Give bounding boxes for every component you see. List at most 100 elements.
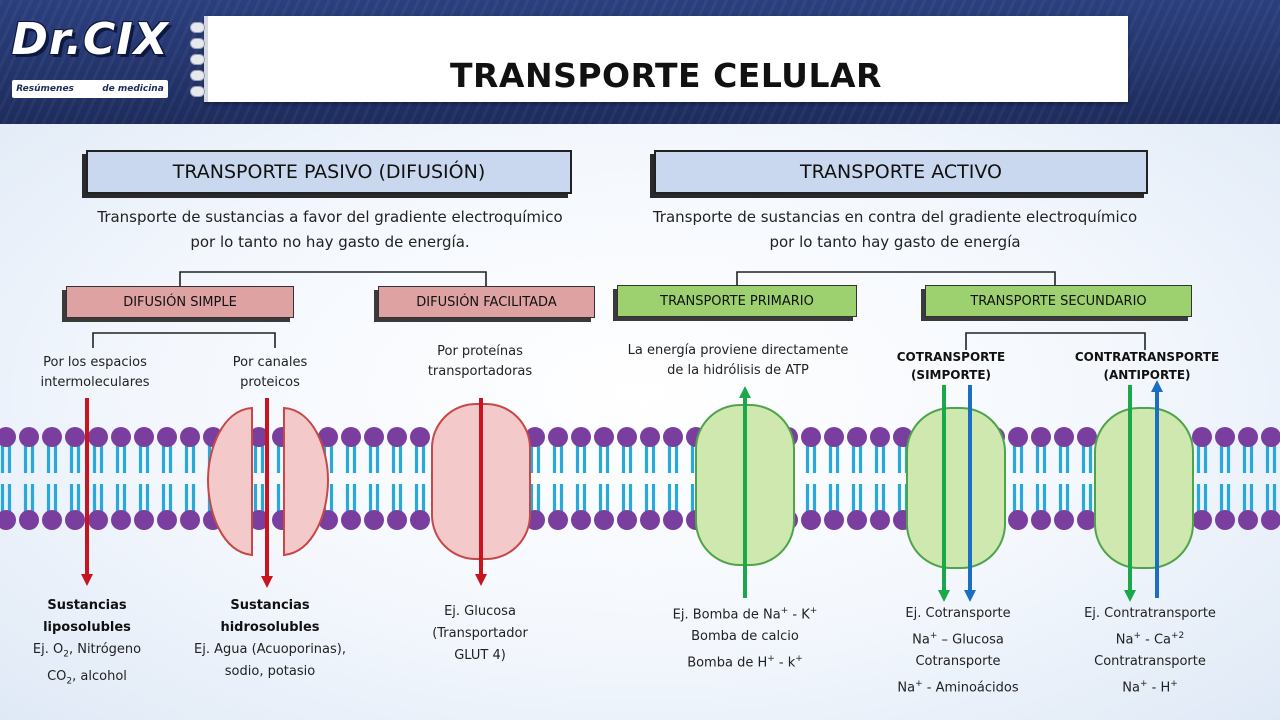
label-line: Por los espacios bbox=[43, 355, 147, 370]
logo-tagline-right: de medicina bbox=[102, 84, 164, 94]
example-text: Cotransporte bbox=[915, 654, 1001, 670]
lipid-head bbox=[870, 510, 890, 530]
example-title: hidrosolubles bbox=[220, 620, 320, 635]
lipid-head bbox=[1077, 510, 1097, 530]
lipid-head bbox=[594, 510, 614, 530]
label-line: CONTRATRANSPORTE bbox=[1074, 350, 1220, 364]
lipid-head bbox=[318, 427, 338, 447]
example-text: Bomba de calcio bbox=[691, 629, 799, 645]
example-title: Sustancias bbox=[47, 598, 127, 613]
example-text: Na bbox=[912, 632, 930, 648]
heading-transporte-activo: TRANSPORTE ACTIVO bbox=[654, 150, 1148, 194]
example-text: - K bbox=[788, 607, 810, 623]
lipid-head bbox=[640, 510, 660, 530]
lipid-head bbox=[801, 510, 821, 530]
connector-simple bbox=[92, 332, 276, 348]
lipid-head bbox=[364, 510, 384, 530]
connector-secundario bbox=[965, 332, 1146, 350]
superscript: + bbox=[1139, 679, 1148, 690]
example-text: CO bbox=[47, 668, 67, 684]
lipid-head bbox=[0, 427, 16, 447]
lipid-head bbox=[341, 510, 361, 530]
example-text: Ej. Bomba de Na bbox=[672, 607, 781, 623]
box-transporte-primario: TRANSPORTE PRIMARIO bbox=[617, 285, 857, 317]
example-text: - k bbox=[774, 655, 796, 671]
activo-description-line2: por lo tanto hay gasto de energía bbox=[769, 233, 1021, 251]
activo-description-line1: Transporte de sustancias en contra del g… bbox=[652, 208, 1138, 226]
lipid-head bbox=[1238, 427, 1258, 447]
lipid-head bbox=[640, 427, 660, 447]
superscript: +2 bbox=[1170, 631, 1185, 641]
example-text: Bomba de H bbox=[687, 655, 768, 671]
example-text: Ej. Contratransporte bbox=[1084, 606, 1216, 621]
lipid-head bbox=[1261, 510, 1280, 530]
example-text: Ej. Glucosa bbox=[444, 604, 516, 619]
antiporter-protein bbox=[1094, 407, 1194, 569]
lipid-head bbox=[1054, 510, 1074, 530]
lipid-head bbox=[180, 510, 200, 530]
lipid-head bbox=[410, 427, 430, 447]
example-text: Na bbox=[1122, 680, 1140, 696]
example-text: Ej. O bbox=[32, 642, 64, 657]
box-transporte-secundario: TRANSPORTE SECUNDARIO bbox=[925, 285, 1192, 317]
superscript: + bbox=[795, 654, 803, 665]
lipid-head bbox=[111, 427, 131, 447]
lipid-head bbox=[180, 427, 200, 447]
notebook-ring-icon bbox=[190, 54, 205, 65]
example-text: Ej. Agua (Acuoporinas), bbox=[194, 642, 346, 657]
lipid-head bbox=[1238, 510, 1258, 530]
lipid-head bbox=[1031, 427, 1051, 447]
lipid-head bbox=[824, 427, 844, 447]
pasivo-description-line2: por lo tanto no hay gasto de energía. bbox=[190, 233, 470, 251]
example-hidrosolubles: Sustancias hidrosolubles Ej. Agua (Acuop… bbox=[175, 595, 365, 683]
connector-pasivo bbox=[179, 271, 487, 286]
label-energia-atp: La energía proviene directamente de la h… bbox=[610, 341, 866, 381]
lipid-head bbox=[42, 510, 62, 530]
lipid-head bbox=[617, 427, 637, 447]
lipid-head bbox=[870, 427, 890, 447]
lipid-head bbox=[1261, 427, 1280, 447]
example-liposolubles: Sustancias liposolubles Ej. O2, Nitrógen… bbox=[10, 595, 164, 692]
lipid-head bbox=[19, 427, 39, 447]
lipid-head bbox=[88, 510, 108, 530]
label-line: (ANTIPORTE) bbox=[1103, 368, 1191, 382]
example-title: Sustancias bbox=[230, 598, 310, 613]
heading-transporte-pasivo: TRANSPORTE PASIVO (DIFUSIÓN) bbox=[86, 150, 572, 194]
lipid-head bbox=[249, 510, 269, 530]
lipid-head bbox=[1031, 510, 1051, 530]
box-difusion-simple: DIFUSIÓN SIMPLE bbox=[66, 286, 294, 318]
example-contratransporte: Ej. Contratransporte Na+ - Ca+2 Contratr… bbox=[1055, 603, 1245, 700]
notebook-ring-icon bbox=[190, 70, 205, 81]
label-espacios-intermoleculares: Por los espacios intermoleculares bbox=[20, 353, 170, 393]
lipid-head bbox=[1215, 427, 1235, 447]
lipid-head bbox=[663, 427, 683, 447]
lipid-head bbox=[824, 510, 844, 530]
lipid-head bbox=[1008, 510, 1028, 530]
lipid-head bbox=[364, 427, 384, 447]
example-text: - H bbox=[1147, 680, 1171, 696]
lipid-head bbox=[548, 510, 568, 530]
lipid-head bbox=[847, 510, 867, 530]
superscript: + bbox=[929, 631, 938, 641]
logo-tagline-left: Resúmenes bbox=[16, 84, 74, 94]
lipid-head bbox=[548, 427, 568, 447]
lipid-head bbox=[134, 510, 154, 530]
channel-protein-right-half bbox=[283, 406, 330, 557]
lipid-head bbox=[1215, 510, 1235, 530]
activo-description: Transporte de sustancias en contra del g… bbox=[600, 205, 1190, 255]
example-text: - Ca bbox=[1140, 632, 1171, 648]
lipid-head bbox=[387, 427, 407, 447]
lipid-head bbox=[88, 427, 108, 447]
lipid-head bbox=[42, 427, 62, 447]
example-text: , alcohol bbox=[72, 668, 127, 684]
box-difusion-facilitada: DIFUSIÓN FACILITADA bbox=[378, 286, 595, 318]
example-text: Na bbox=[897, 680, 916, 696]
lipid-head bbox=[0, 510, 16, 530]
label-line: proteicos bbox=[240, 375, 300, 390]
example-glucosa: Ej. Glucosa (Transportador GLUT 4) bbox=[405, 601, 555, 667]
phospholipid-tails bbox=[0, 445, 1277, 512]
example-text: Na bbox=[1115, 632, 1134, 648]
superscript: + bbox=[1170, 679, 1178, 690]
lipid-head bbox=[1008, 427, 1028, 447]
